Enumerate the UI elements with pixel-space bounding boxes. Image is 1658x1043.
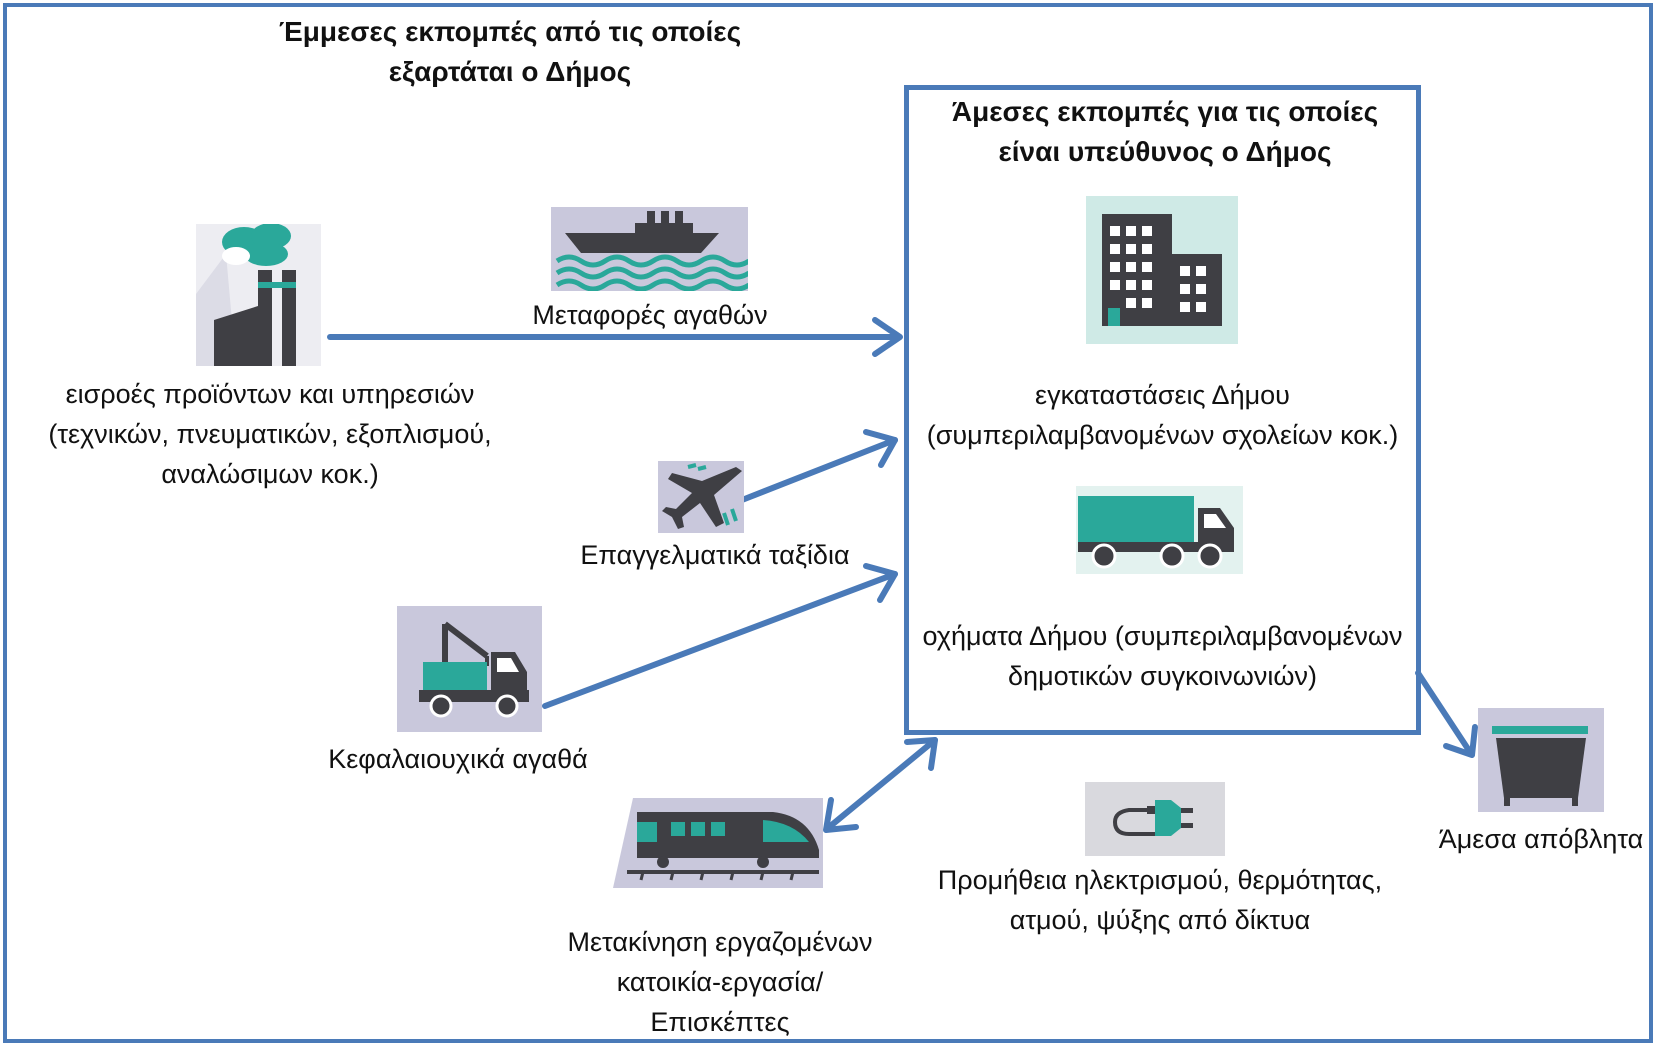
airplane-icon: [658, 461, 744, 533]
arrow-waste: [1415, 670, 1473, 755]
direct-emissions-title: Άμεσες εκπομπές για τις οποίες είναι υπε…: [951, 96, 1379, 167]
business-travel-label: Επαγγελματικά ταξίδια: [580, 540, 850, 570]
arrow-commuting-head-a: [904, 737, 938, 771]
commuting-label: Μετακίνηση εργαζομένων κατοικία-εργασία/…: [567, 927, 873, 1037]
purchased-goods-label: εισροές προϊόντων και υπηρεσιών (τεχνικώ…: [48, 379, 492, 489]
direct-emissions-box: [904, 85, 1421, 735]
arrow-business-travel: [739, 437, 898, 503]
truck-tile: [1076, 486, 1243, 574]
waste-bin-tile: [1478, 708, 1604, 812]
capital-goods-label: Κεφαλαιουχικά αγαθά: [328, 744, 588, 774]
indirect-emissions-title: Έμμεσες εκπομπές από τις οποίες εξαρτάτα…: [278, 16, 742, 87]
arrow-business-travel-head: [863, 429, 898, 468]
arrow-commuting: [825, 737, 938, 831]
crane-truck-tile: [397, 606, 542, 732]
energy-label: Προμήθεια ηλεκτρισμού, θερμότητας, ατμού…: [937, 865, 1383, 935]
waste-label: Άμεσα απόβλητα: [1438, 824, 1644, 854]
train-tile: [613, 798, 823, 888]
plug-tile: [1085, 782, 1225, 856]
factory-tile: [196, 223, 321, 366]
arrow-capital-goods-head: [863, 563, 898, 603]
ship-icon: [551, 207, 751, 292]
arrow-capital-goods: [542, 571, 898, 709]
vehicles-label: οχήματα Δήμου (συμπεριλαμβανομένων δημοτ…: [922, 621, 1403, 691]
arrow-waste-head: [1443, 724, 1478, 758]
ship-tile: [551, 207, 751, 292]
crane-truck-icon: [397, 606, 542, 732]
factory-icon: [196, 223, 321, 366]
train-icon: [613, 798, 823, 888]
arrow-commuting-head-b: [823, 797, 859, 833]
facilities-label: εγκαταστάσεις Δήμου (συμπεριλαμβανομένων…: [926, 380, 1399, 450]
arrow-purchased-goods-head: [872, 317, 903, 357]
building-tile: [1086, 196, 1238, 344]
truck-icon: [1076, 486, 1243, 574]
building-icon: [1086, 196, 1238, 344]
airplane-tile: [658, 461, 744, 533]
goods-transport-label: Μεταφορές αγαθών: [532, 300, 768, 330]
waste-bin-icon: [1478, 708, 1604, 812]
plug-icon: [1085, 782, 1225, 856]
